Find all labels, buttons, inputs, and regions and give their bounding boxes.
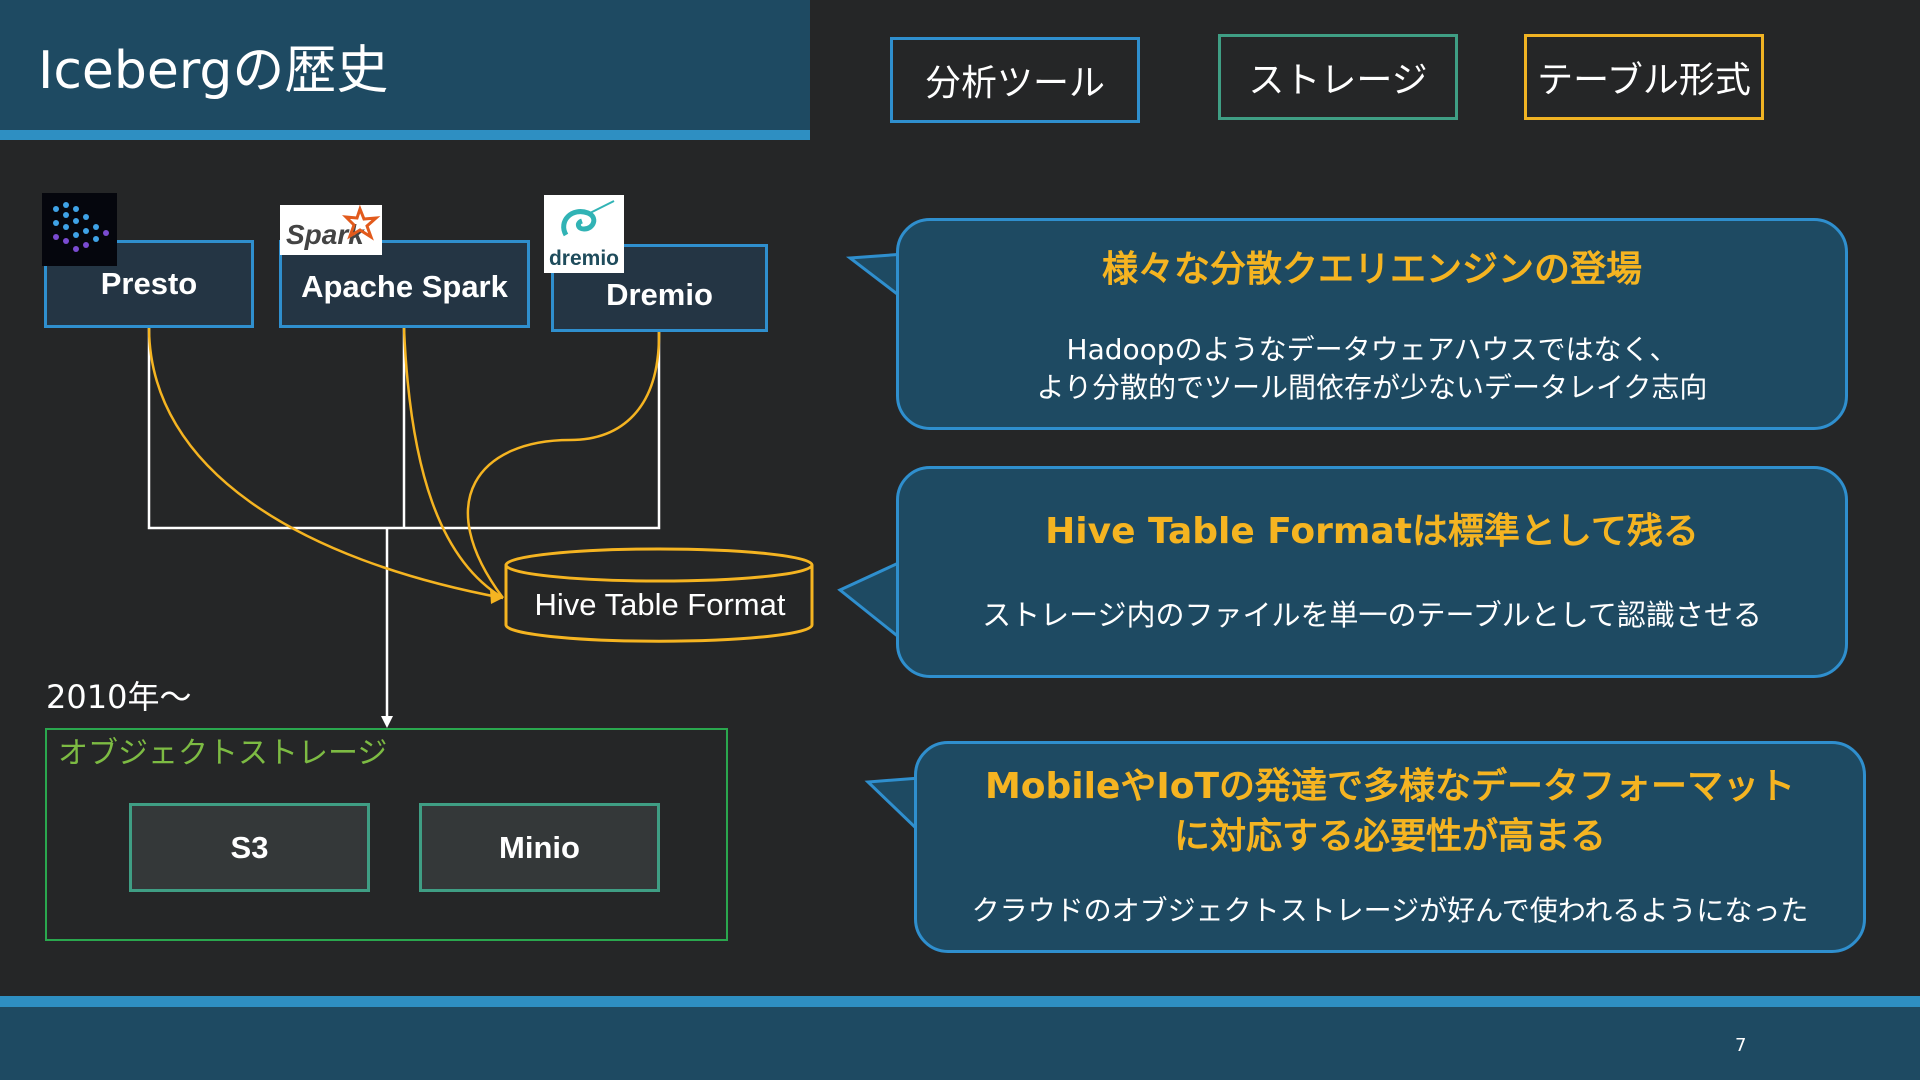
callout-1-heading: 様々な分散クエリエンジンの登場 (1101, 249, 1642, 290)
hive-cylinder-icon (504, 547, 814, 643)
table-format-connector-curves (147, 327, 661, 600)
callout-query-engines: 様々な分散クエリエンジンの登場 Hadoopのようなデータウェアハウスではなく、… (896, 218, 1848, 430)
dremio-narwhal-icon (561, 200, 615, 237)
footer-line (0, 996, 1920, 1007)
legend-storage: ストレージ (1218, 34, 1458, 120)
title-underline (0, 130, 810, 140)
table-format-arrowhead-icon (490, 590, 503, 604)
storage-connector-lines (147, 328, 661, 722)
callout-hive-standard: Hive Table Formatは標準として残る ストレージ内のファイルを単一… (896, 466, 1848, 678)
storage-arrowhead-icon (381, 716, 393, 728)
slide-title: Icebergの歴史 (38, 41, 389, 101)
storage-minio: Minio (419, 803, 660, 892)
callout-1-body-line: Hadoopのようなデータウェアハウスではなく、 (1066, 333, 1678, 366)
callout-3-body: クラウドのオブジェクトストレージが好んで使われるようになった (971, 894, 1809, 927)
presto-logo-icon (42, 193, 117, 266)
page-number: 7 (1735, 1035, 1747, 1056)
legend-table-format: テーブル形式 (1524, 34, 1764, 120)
legend-analysis-tool: 分析ツール (890, 37, 1140, 123)
object-storage-label: オブジェクトストレージ (58, 736, 388, 771)
storage-minio-label: Minio (499, 829, 580, 865)
spark-star-icon (342, 205, 381, 241)
callout-3-tail (864, 776, 922, 836)
footer-bar (0, 1007, 1920, 1080)
timeline-year: 2010年～ (46, 678, 192, 716)
callout-data-formats: MobileやIoTの発達で多様なデータフォーマット に対応する必要性が高まる … (914, 741, 1866, 953)
callout-1-body: Hadoopのようなデータウェアハウスではなく、 より分散的でツール間依存が少な… (899, 331, 1845, 407)
callout-1-body-line: より分散的でツール間依存が少ないデータレイク志向 (1036, 371, 1708, 404)
presto-dots-icon (53, 202, 109, 252)
callout-3-heading-line: に対応する必要性が高まる (1173, 816, 1606, 857)
callout-3-heading-line: MobileやIoTの発達で多様なデータフォーマット (984, 766, 1796, 807)
callout-2-heading: Hive Table Formatは標準として残る (1045, 511, 1699, 552)
object-storage-frame (45, 728, 728, 941)
dremio-logo-text: dremio (548, 247, 619, 270)
spark-logo-icon: Spark (280, 205, 382, 255)
storage-s3-label: S3 (230, 829, 269, 865)
engine-dremio-label: Dremio (606, 277, 713, 312)
engine-presto: Presto (44, 240, 254, 328)
callout-2-body: ストレージ内のファイルを単一のテーブルとして認識させる (982, 598, 1762, 632)
dremio-logo-icon: dremio (544, 195, 624, 273)
hive-table-format-label: Hive Table Format (534, 587, 786, 622)
engine-presto-label: Presto (100, 266, 198, 301)
engine-spark-label: Apache Spark (301, 269, 508, 304)
title-bar (0, 0, 810, 130)
callout-3-heading: MobileやIoTの発達で多様なデータフォーマット に対応する必要性が高まる (917, 762, 1863, 862)
engine-dremio: Dremio (551, 244, 768, 332)
storage-s3: S3 (129, 803, 370, 892)
